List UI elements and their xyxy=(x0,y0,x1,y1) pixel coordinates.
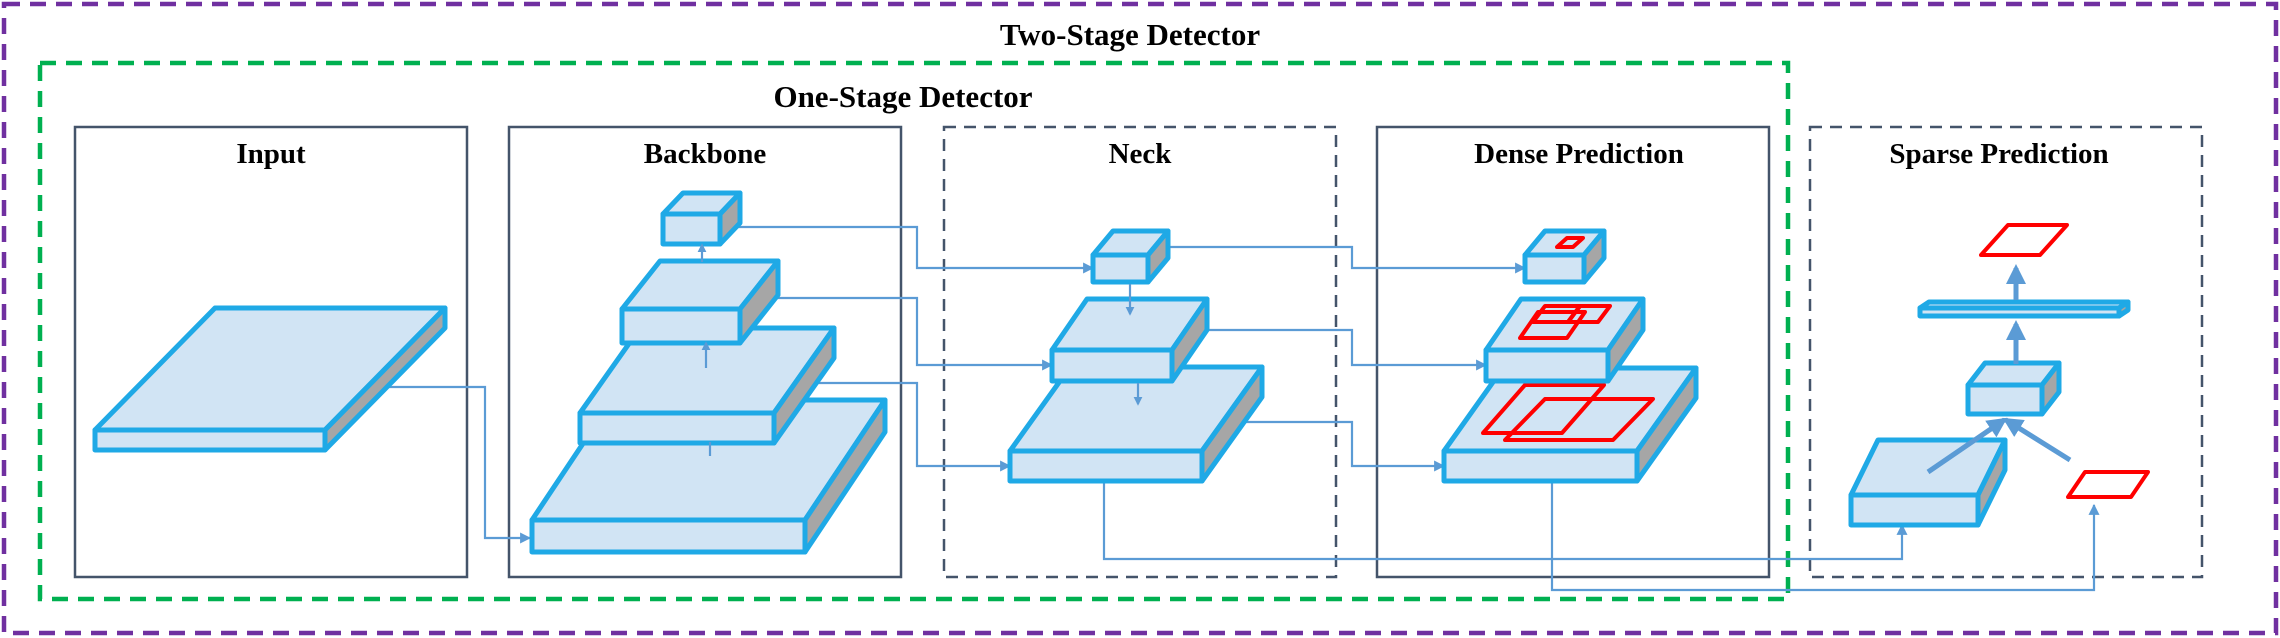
sparse-feature-block xyxy=(1848,437,2008,528)
neck-panel-title: Neck xyxy=(1109,138,1173,170)
input-image-block xyxy=(92,305,448,453)
backbone-level-2 xyxy=(577,325,837,446)
connector-backbone-l2-to-neck-l2 xyxy=(760,296,1054,371)
connector-backbone-l3-to-neck-l3 xyxy=(733,225,1095,274)
input-panel xyxy=(73,125,469,579)
connector-neck-l3-to-dense-l3 xyxy=(1165,245,1527,274)
two-stage-detector-title: Two-Stage Detector xyxy=(1000,17,1260,52)
one-stage-detector-title: One-Stage Detector xyxy=(773,79,1032,114)
dense-l2-box-3 xyxy=(1566,304,1612,324)
backbone-panel xyxy=(507,125,903,579)
backbone-level-3 xyxy=(619,258,781,346)
dense-prediction-panel-title: Dense Prediction xyxy=(1474,138,1684,170)
backbone-panel-title: Backbone xyxy=(644,138,767,170)
sparse-roi-arrows xyxy=(1926,417,2072,475)
dense-level-3 xyxy=(1522,228,1607,285)
neck-level-2 xyxy=(1049,296,1210,384)
neck-level-1 xyxy=(1007,364,1265,484)
dense-l1-box-1 xyxy=(1481,383,1606,435)
dense-l1-box-2 xyxy=(1503,397,1655,442)
dense-l3-box xyxy=(1555,236,1585,249)
sparse-proposal-box xyxy=(2066,470,2150,499)
backbone-level-1 xyxy=(529,397,888,555)
dense-level-2 xyxy=(1483,296,1646,384)
connector-input-to-backbone xyxy=(375,385,532,544)
one-stage-detector-frame xyxy=(37,60,1791,602)
sparse-fc-layer xyxy=(1917,299,2131,319)
dense-level-1 xyxy=(1441,365,1699,484)
backbone-level-4 xyxy=(660,190,743,247)
backbone-upward-arrows xyxy=(697,243,712,456)
sparse-roi-block xyxy=(1965,360,2062,417)
sparse-output-box xyxy=(1979,223,2069,257)
connector-backbone-l1-to-neck-l1 xyxy=(797,381,1012,472)
connector-neck-l1-to-dense-l1 xyxy=(1225,420,1446,472)
neck-downward-arrows xyxy=(1125,284,1143,406)
connector-neck-l2-to-dense-l2 xyxy=(1195,328,1488,371)
neck-level-3 xyxy=(1090,228,1171,285)
sparse-prediction-panel-title: Sparse Prediction xyxy=(1889,138,2108,170)
input-panel-title: Input xyxy=(236,138,306,170)
dense-prediction-panel xyxy=(1375,125,1771,579)
